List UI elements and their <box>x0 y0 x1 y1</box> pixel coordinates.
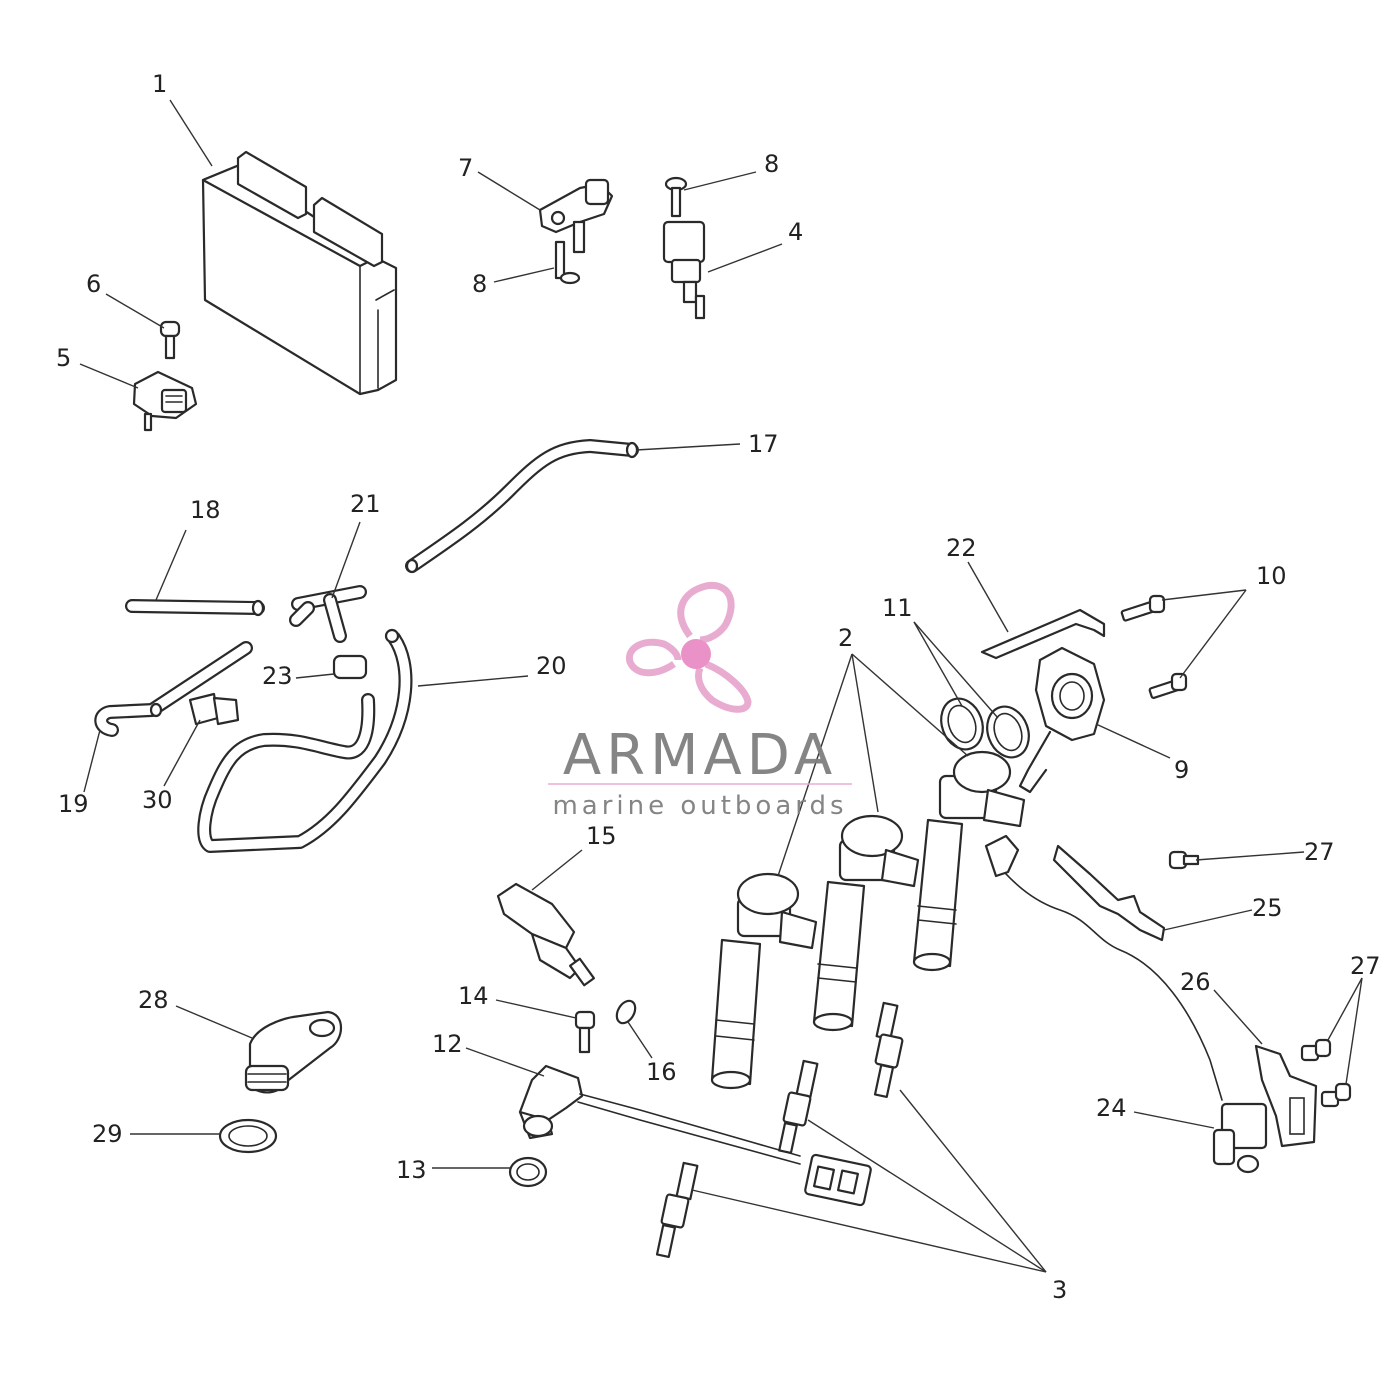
sensor-harness-part-24 <box>984 834 1268 1174</box>
clip-part-30 <box>188 692 240 726</box>
watermark-title: ARMADA <box>563 723 837 788</box>
callout-9: 9 <box>1174 756 1189 784</box>
screw-part-8a <box>554 240 581 285</box>
spark-plug-part-3a <box>873 1001 904 1099</box>
callout-8-top: 8 <box>764 150 779 178</box>
o-ring-part-29 <box>218 1118 278 1154</box>
callout-20: 20 <box>536 652 567 680</box>
callout-15: 15 <box>586 822 617 850</box>
hose-part-19 <box>94 641 253 737</box>
screw-part-27c <box>1320 1082 1352 1108</box>
temp-sensor-part-4 <box>662 220 706 320</box>
callout-21: 21 <box>350 490 381 518</box>
o-ring-part-11b <box>986 705 1030 759</box>
sensor-part-15 <box>496 882 596 987</box>
t-fitting-part-21 <box>289 585 367 643</box>
o-ring-part-16 <box>615 999 637 1025</box>
callout-3: 3 <box>1052 1276 1067 1304</box>
leader-lines <box>79 99 1363 1273</box>
callout-8-bottom: 8 <box>472 270 487 298</box>
spark-plug-part-3b <box>778 1059 819 1155</box>
screw-part-10a <box>1120 594 1166 622</box>
tps-sensor-part-9 <box>1018 646 1106 794</box>
bracket-part-26 <box>1254 1044 1318 1148</box>
callout-26: 26 <box>1180 968 1211 996</box>
watermark-subtitle: marine outboards <box>552 791 847 821</box>
callout-5: 5 <box>56 344 71 372</box>
callout-1: 1 <box>152 70 167 98</box>
callout-17: 17 <box>748 430 779 458</box>
callout-16: 16 <box>646 1058 677 1086</box>
callout-13: 13 <box>396 1156 427 1184</box>
callout-29: 29 <box>92 1120 123 1148</box>
callout-labels: 1 2 3 4 5 6 7 8 8 9 10 11 12 13 14 15 16… <box>56 70 1381 1304</box>
callout-18: 18 <box>190 496 221 524</box>
bolt-part-14 <box>574 1010 596 1054</box>
hose-part-18 <box>125 599 265 617</box>
callout-23: 23 <box>262 662 293 690</box>
ignition-coil-part-2b <box>812 814 920 1032</box>
o-ring-part-11a <box>940 697 984 751</box>
o-ring-part-13 <box>508 1156 548 1188</box>
callout-19: 19 <box>58 790 89 818</box>
callout-12: 12 <box>432 1030 463 1058</box>
ignition-coil-part-2c <box>912 750 1026 972</box>
screw-part-10b <box>1148 672 1188 699</box>
propeller-logo-icon <box>626 581 752 713</box>
callout-25: 25 <box>1252 894 1283 922</box>
spark-plug-part-3c <box>655 1161 699 1259</box>
callout-6: 6 <box>86 270 101 298</box>
callout-24: 24 <box>1096 1094 1127 1122</box>
armada-watermark: ARMADA marine outboards <box>548 581 852 821</box>
callout-27-right: 27 <box>1350 952 1381 980</box>
screw-part-8b <box>664 176 688 218</box>
callout-10: 10 <box>1256 562 1287 590</box>
hose-part-20 <box>197 628 413 853</box>
callout-7: 7 <box>458 154 473 182</box>
crank-sensor-part-12 <box>518 1064 872 1207</box>
sleeve-part-23 <box>332 654 368 680</box>
cap-part-28 <box>244 1010 343 1094</box>
callout-11: 11 <box>882 594 913 622</box>
hose-part-17 <box>405 439 639 574</box>
screw-part-27a <box>1168 850 1200 870</box>
map-sensor-part <box>132 370 198 432</box>
callout-27-top: 27 <box>1304 838 1335 866</box>
cam-sensor-part <box>538 178 614 254</box>
bracket-part-22 <box>980 608 1106 660</box>
callout-30: 30 <box>142 786 173 814</box>
bracket-part-25 <box>1052 844 1166 942</box>
screw-part-27b <box>1300 1038 1332 1062</box>
callout-4: 4 <box>788 218 803 246</box>
callout-28: 28 <box>138 986 169 1014</box>
callout-2: 2 <box>838 624 853 652</box>
ecu-module-part <box>201 150 398 396</box>
ignition-coil-part-2a <box>710 872 818 1090</box>
bolt-part-6 <box>159 320 181 360</box>
callout-14: 14 <box>458 982 489 1010</box>
callout-22: 22 <box>946 534 977 562</box>
